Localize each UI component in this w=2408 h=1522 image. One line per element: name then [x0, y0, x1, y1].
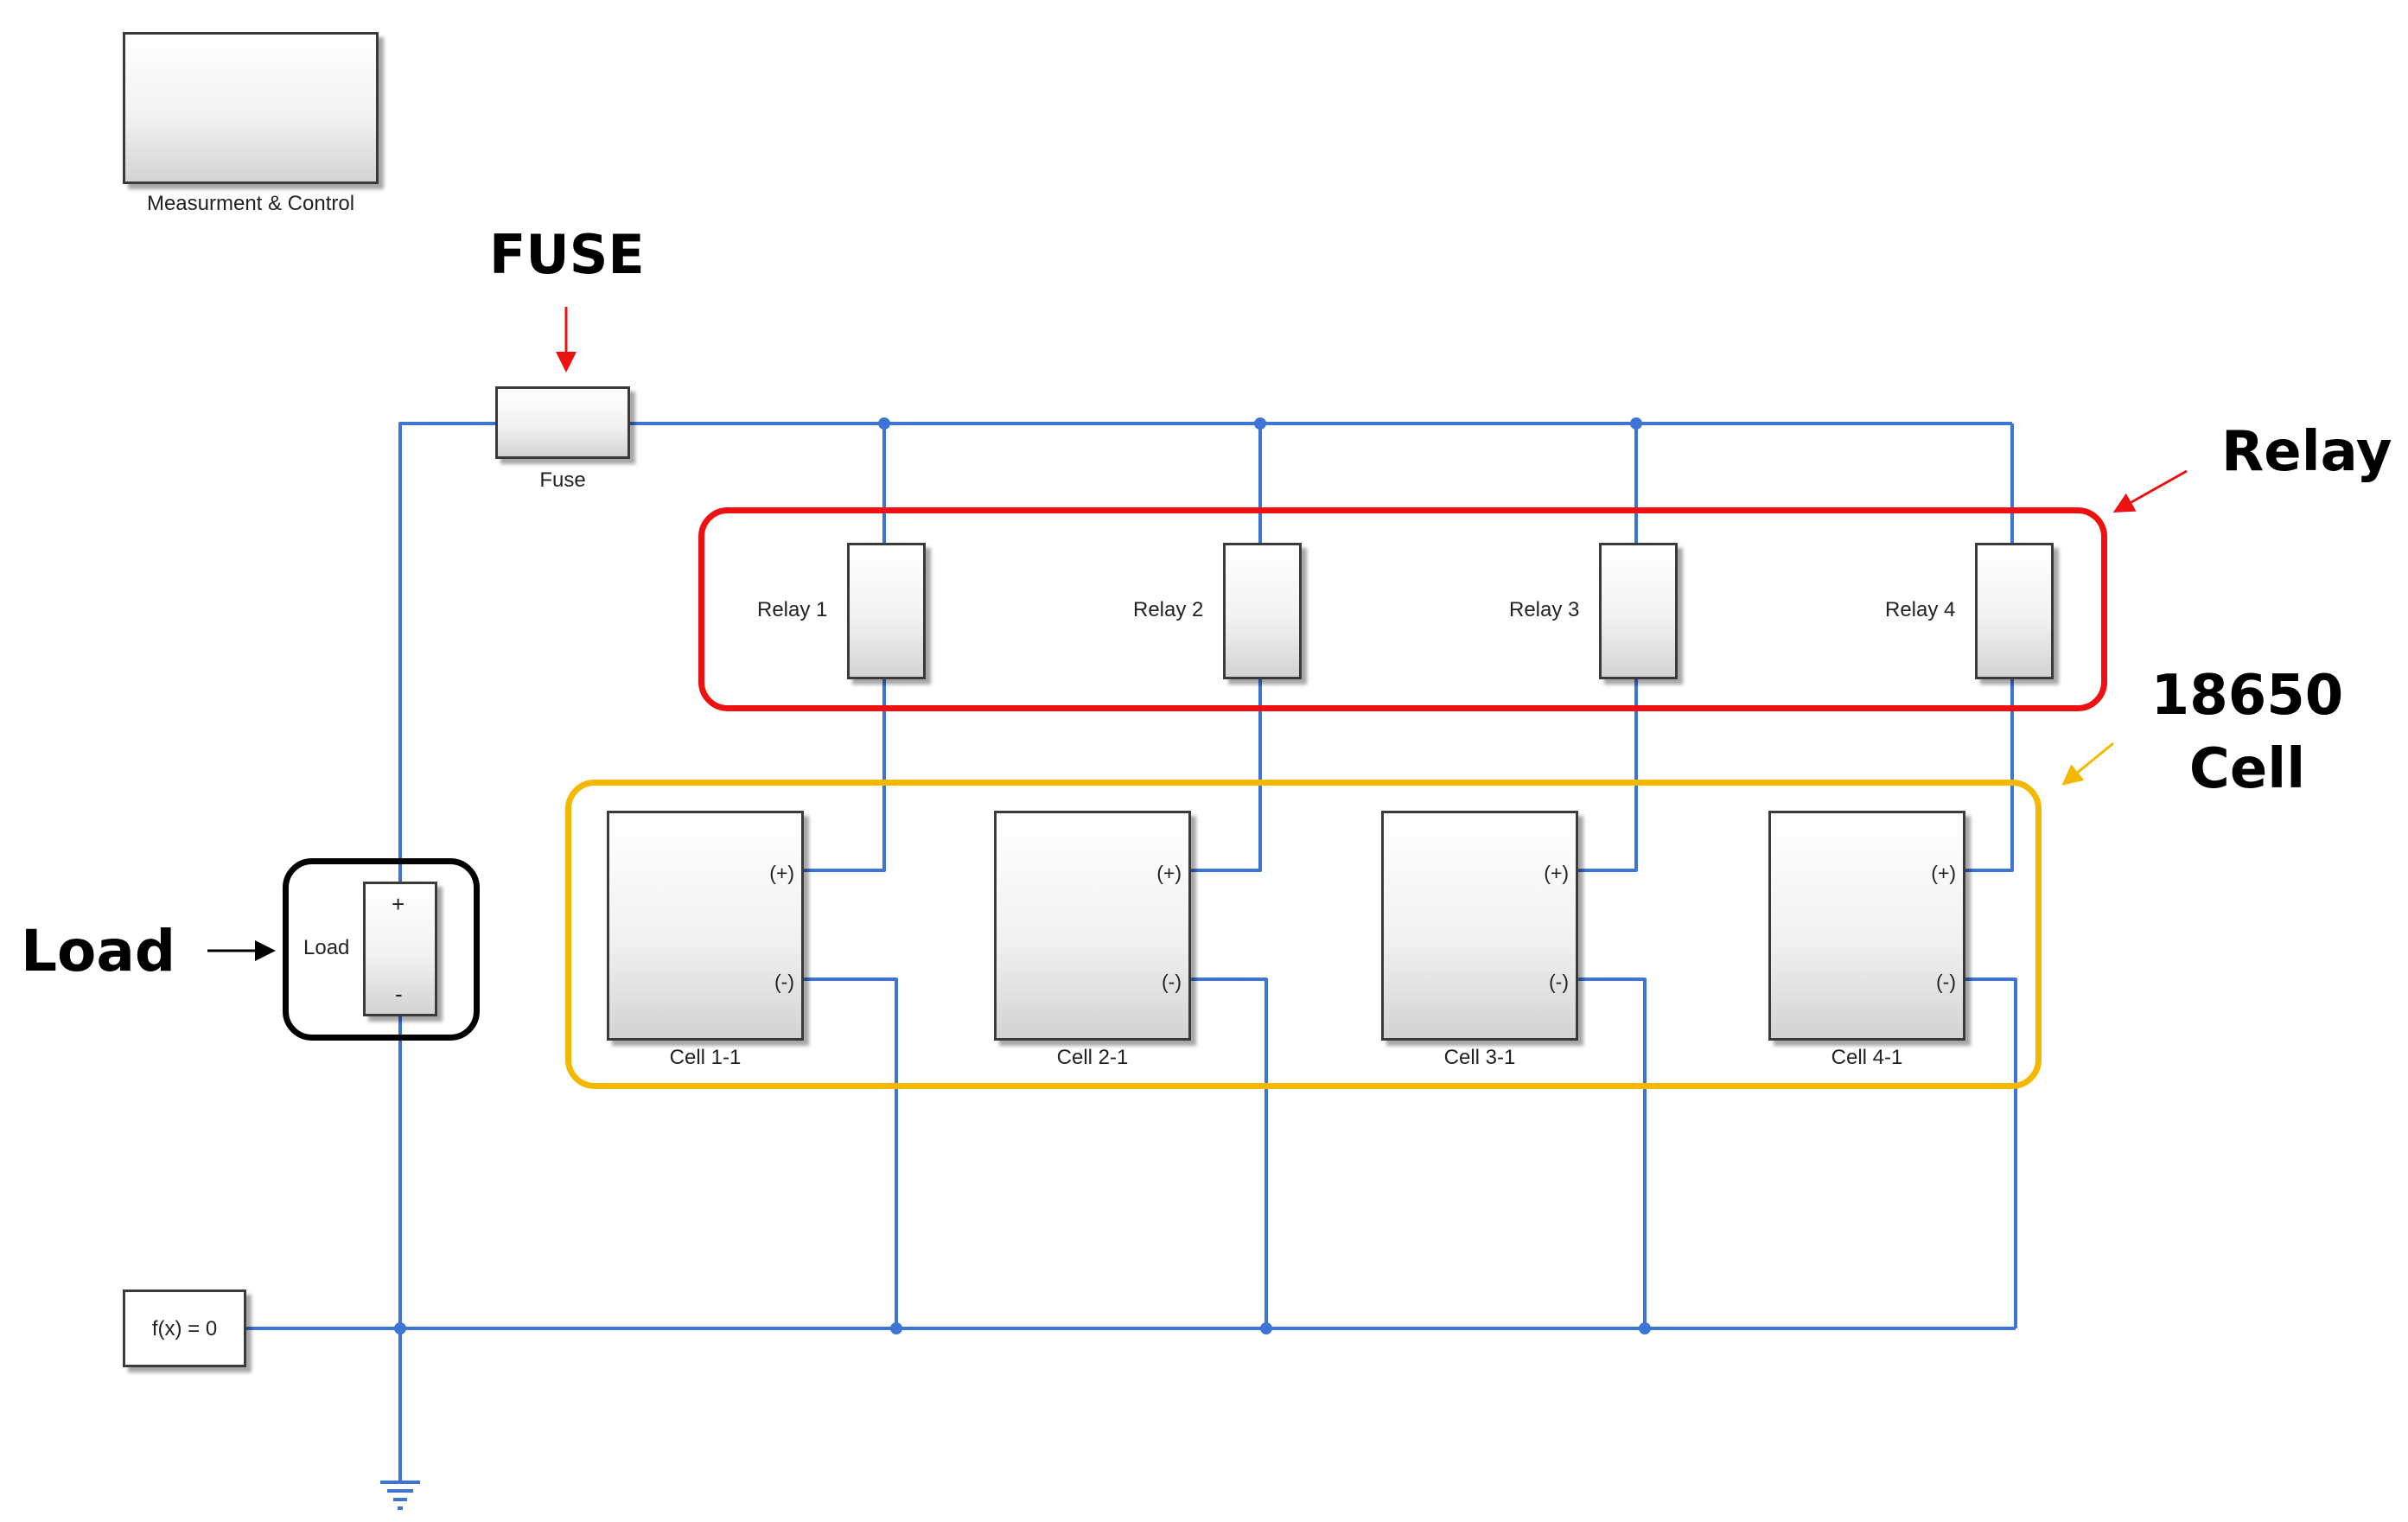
load-block[interactable]: + -: [363, 882, 437, 1016]
relay-block[interactable]: [1975, 543, 2054, 679]
cell-pos-port: (+): [1544, 862, 1569, 884]
wire-cell4-neg: [1965, 978, 2017, 1328]
cell-highlight-box: [565, 780, 2042, 1089]
cell-neg-port: (-): [1162, 971, 1182, 993]
cell-annotation-line1: 18650: [2150, 664, 2344, 728]
wire-cell1-neg: [804, 978, 898, 1328]
relay-arrow-icon: [2112, 469, 2188, 513]
cell-block[interactable]: (+) (-): [1768, 811, 1965, 1041]
cell-label: Cell 1-1: [669, 1046, 742, 1069]
junction-dot: [1630, 417, 1642, 430]
wires: [246, 422, 2017, 1482]
relay-block[interactable]: [847, 543, 926, 679]
cell-pos-port: (+): [1156, 862, 1182, 884]
junction-dot: [1254, 417, 1266, 430]
load-neg-symbol: -: [395, 981, 403, 1007]
measurement-control-label: Measurment & Control: [146, 192, 355, 215]
junction-dot: [1260, 1322, 1272, 1334]
wire-relay3-cell3: [1578, 678, 1638, 872]
fuse-label: Fuse: [539, 468, 586, 492]
cell-neg-port: (-): [774, 971, 794, 993]
relay-label: Relay 1: [757, 598, 828, 621]
junction-dot: [394, 1322, 406, 1334]
relay-block[interactable]: [1599, 543, 1678, 679]
ground-icon: [380, 1481, 420, 1510]
cell-neg-port: (-): [1936, 971, 1956, 993]
wire-relay1-cell1: [804, 678, 886, 872]
wire-cell3-neg: [1578, 978, 1647, 1328]
relay-block[interactable]: [1223, 543, 1302, 679]
junction-dot: [878, 417, 890, 430]
cell-block[interactable]: (+) (-): [994, 811, 1191, 1041]
wire-top-left: [398, 422, 496, 1482]
junctions: [394, 417, 1651, 1334]
solver-config-block[interactable]: [123, 1290, 246, 1367]
cell-pos-port: (+): [769, 862, 794, 884]
cell-arrow-icon: [2061, 742, 2114, 786]
cell-neg-port: (-): [1549, 971, 1569, 993]
junction-dot: [890, 1322, 902, 1334]
cell-label: Cell 3-1: [1443, 1046, 1516, 1069]
relay-label: Relay 4: [1885, 598, 1956, 621]
measurement-control-block[interactable]: [123, 32, 379, 184]
cell-pos-port: (+): [1931, 862, 1956, 884]
cell-annotation-line2: Cell: [2188, 737, 2306, 801]
fuse-block[interactable]: [495, 386, 630, 459]
wire-relay4-cell4: [1965, 678, 2014, 872]
relay-annotation: Relay: [2221, 420, 2392, 484]
relay-label: Relay 3: [1509, 598, 1580, 621]
load-pos-symbol: +: [392, 891, 405, 917]
load-annotation: Load: [21, 918, 176, 984]
cell-block[interactable]: (+) (-): [1381, 811, 1578, 1041]
junction-dot: [1639, 1322, 1651, 1334]
fuse-annotation: FUSE: [489, 223, 645, 286]
wire-cell2-neg: [1191, 978, 1268, 1328]
wire-relay2-cell2: [1191, 678, 1262, 872]
cell-block[interactable]: (+) (-): [607, 811, 804, 1041]
relay-highlight-box: [698, 507, 2107, 711]
load-label: Load: [303, 936, 350, 959]
relay-label: Relay 2: [1133, 598, 1204, 621]
load-highlight-box: [283, 858, 480, 1041]
cell-label: Cell 2-1: [1056, 1046, 1129, 1069]
solver-config-label: f(x) = 0: [151, 1317, 218, 1341]
cell-label: Cell 4-1: [1831, 1046, 1903, 1069]
